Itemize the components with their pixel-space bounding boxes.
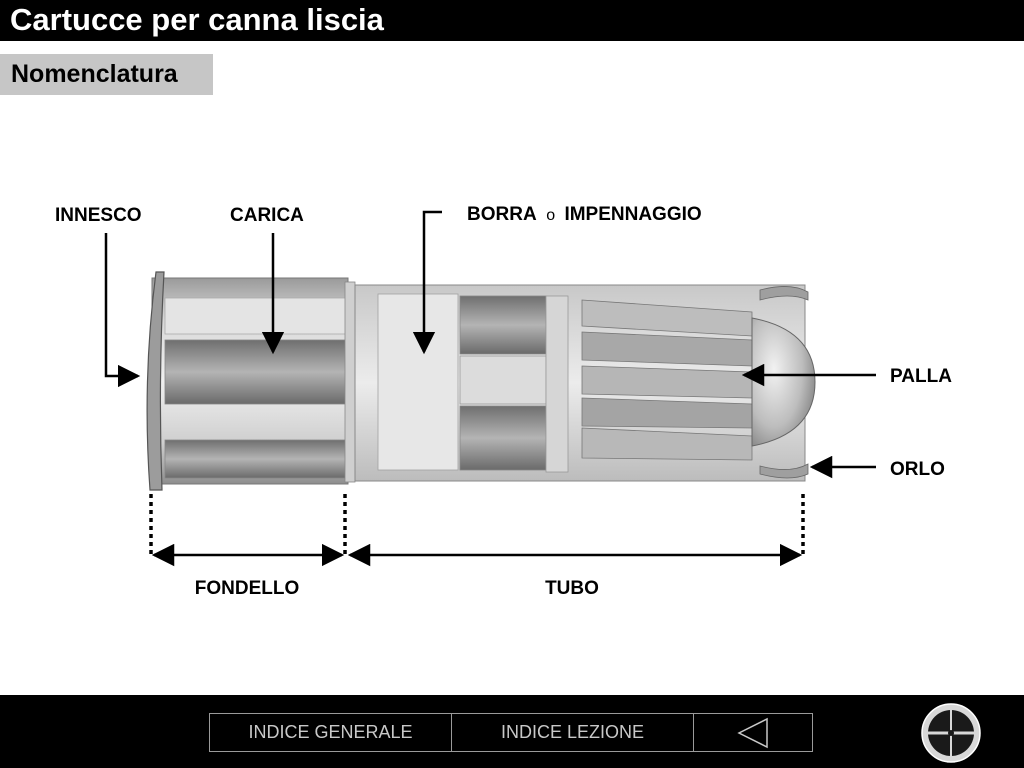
nav-bar: INDICE GENERALE INDICE LEZIONE bbox=[209, 713, 813, 752]
lesson-index-button[interactable]: INDICE LEZIONE bbox=[452, 714, 694, 751]
label-innesco: INNESCO bbox=[55, 205, 142, 226]
label-carica: CARICA bbox=[230, 205, 304, 226]
triangle-left-icon bbox=[737, 717, 768, 748]
label-impennaggio: IMPENNAGGIO bbox=[564, 204, 701, 225]
tubo-part bbox=[354, 284, 816, 482]
back-button[interactable] bbox=[694, 714, 812, 751]
section-tab: Nomenclatura bbox=[0, 54, 213, 95]
page-title: Cartucce per canna liscia bbox=[10, 2, 384, 37]
leader-lines bbox=[104, 210, 876, 479]
general-index-button[interactable]: INDICE GENERALE bbox=[210, 714, 452, 751]
dimension-guides bbox=[149, 494, 805, 556]
label-borra: BORRA bbox=[467, 204, 537, 225]
label-fondello: FONDELLO bbox=[195, 578, 300, 599]
petals bbox=[581, 299, 753, 461]
label-borra-connector: o bbox=[546, 207, 555, 224]
label-orlo: ORLO bbox=[890, 459, 945, 480]
label-borra-impennaggio: BORRA o IMPENNAGGIO bbox=[467, 204, 702, 225]
fondello-part bbox=[151, 277, 356, 485]
title-bar: Cartucce per canna liscia bbox=[0, 0, 1024, 41]
label-palla: PALLA bbox=[890, 366, 952, 387]
footer-bar: INDICE GENERALE INDICE LEZIONE bbox=[0, 695, 1024, 768]
rim-part bbox=[146, 271, 165, 491]
section-title: Nomenclatura bbox=[11, 60, 178, 88]
orlo-part bbox=[759, 286, 809, 301]
crosshair-icon[interactable] bbox=[920, 702, 982, 764]
label-tubo: TUBO bbox=[545, 578, 599, 599]
palla-part bbox=[751, 317, 816, 447]
